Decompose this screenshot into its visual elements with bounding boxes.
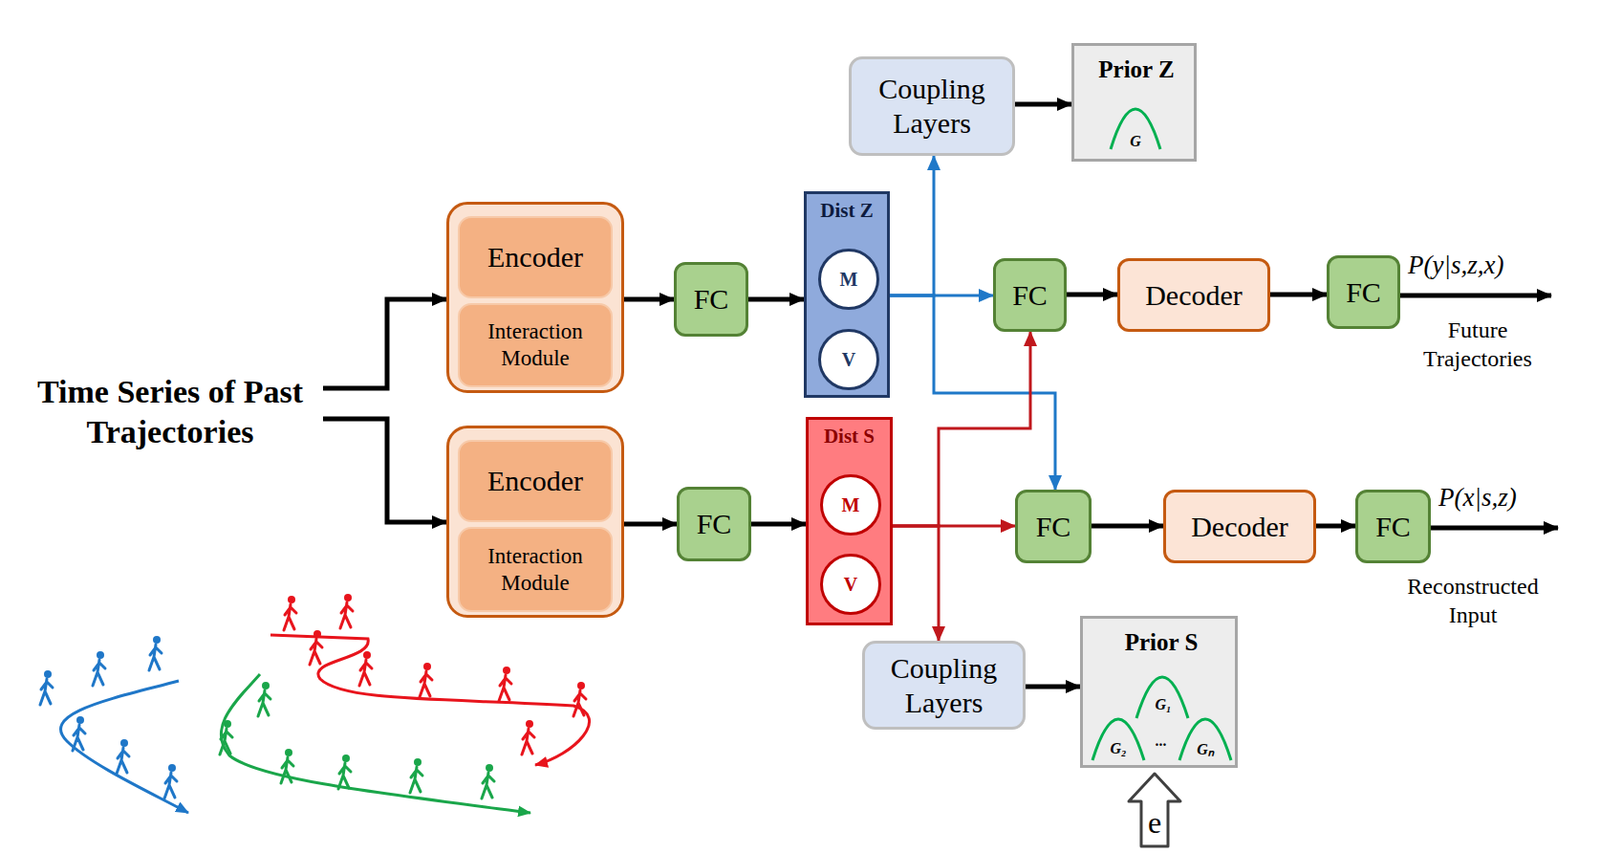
node-text: FC <box>1375 510 1411 543</box>
node-text: FC <box>693 282 730 316</box>
node-text: V <box>842 348 856 371</box>
fc-layer: FC <box>673 261 749 337</box>
node-text: M <box>842 494 861 517</box>
fc-layer: FC <box>993 258 1067 332</box>
flow-arrow <box>892 331 1031 526</box>
gaussian-curve <box>1136 676 1189 718</box>
flow-arrow <box>323 299 447 389</box>
flow-arrow <box>323 418 447 522</box>
gaussian-curve <box>1092 718 1145 760</box>
node-text: ... <box>1155 732 1168 750</box>
encoder-block: EncoderInteraction Module <box>446 201 625 393</box>
node-text: Dist S <box>808 424 890 449</box>
flow-arrow <box>1091 523 1164 529</box>
fc-layer: FC <box>676 486 752 562</box>
probability-label: P(y|s,z,x) <box>1407 250 1504 281</box>
node-text: Prior S <box>1124 628 1199 656</box>
node-text: FC <box>1345 276 1382 309</box>
node-text: G₁ <box>1154 695 1171 714</box>
node-text: G <box>1129 132 1142 151</box>
parameter-circle: V <box>818 328 880 390</box>
flow-arrow <box>751 521 806 527</box>
decoder-block: Decoder <box>1163 489 1317 563</box>
parameter-circle: M <box>820 474 882 536</box>
flow-arrow <box>624 297 674 303</box>
node-text: Decoder <box>1145 279 1243 312</box>
output-caption: Reconstructed Input <box>1396 571 1550 629</box>
node-text: Interaction Module <box>457 302 613 388</box>
node-text: Gₙ <box>1196 737 1214 759</box>
node-text: FC <box>696 507 733 541</box>
node-text: Interaction Module <box>457 526 613 612</box>
node-text: Coupling Layers <box>859 71 1005 141</box>
flow-arrow <box>892 525 939 641</box>
decoder-block: Decoder <box>1117 258 1271 332</box>
prior-box: Prior S G₁... G₂ Gₙ <box>1080 615 1238 768</box>
flow-arrow <box>889 155 934 296</box>
pedestrian-figures <box>40 593 586 799</box>
fc-layer: FC <box>1326 255 1401 329</box>
flow-arrow <box>624 521 677 527</box>
flow-arrow <box>1270 292 1327 298</box>
flow-arrow <box>748 297 804 303</box>
gaussian-curve <box>1179 718 1232 760</box>
node-text: Encoder <box>457 216 613 299</box>
node-text: e <box>1147 804 1162 841</box>
node-text: Decoder <box>1190 510 1289 543</box>
coupling-layers: Coupling Layers <box>848 56 1016 156</box>
input-label: Time Series of Past Trajectories <box>17 355 324 469</box>
output-arrow <box>1400 293 1552 299</box>
gaussian-curve <box>1110 108 1161 150</box>
node-text: FC <box>1036 510 1072 543</box>
output-caption: Future Trajectories <box>1405 315 1550 373</box>
node-text: Coupling Layers <box>872 650 1016 720</box>
input-arrow: e <box>1125 770 1184 849</box>
encoder-block: EncoderInteraction Module <box>446 425 625 618</box>
flow-arrow <box>1316 523 1356 529</box>
block-arrow <box>1128 773 1181 846</box>
prior-box: Prior Z G <box>1071 43 1197 162</box>
node-text: M <box>840 268 859 291</box>
parameter-circle: M <box>818 248 880 310</box>
distribution-box: Dist Z M V <box>803 191 890 398</box>
flow-arrow <box>1025 684 1081 690</box>
node-text: Time Series of Past Trajectories <box>24 371 316 454</box>
distribution-box: Dist S M V <box>805 416 893 626</box>
fc-layer: FC <box>1015 489 1092 563</box>
probability-label: P(x|s,z) <box>1438 482 1517 513</box>
parameter-circle: V <box>820 553 882 615</box>
flow-arrow <box>1015 102 1072 108</box>
node-text: Dist Z <box>806 198 887 223</box>
output-arrow <box>1430 525 1558 531</box>
trajectory-curves <box>61 634 590 813</box>
node-text: Encoder <box>457 439 613 522</box>
node-text: V <box>843 573 858 596</box>
node-text: FC <box>1012 279 1048 312</box>
node-text: G₂ <box>1109 739 1126 757</box>
flow-arrow <box>1066 292 1118 298</box>
fc-layer: FC <box>1355 489 1431 563</box>
node-text: Prior Z <box>1098 56 1174 84</box>
coupling-layers: Coupling Layers <box>862 640 1026 730</box>
